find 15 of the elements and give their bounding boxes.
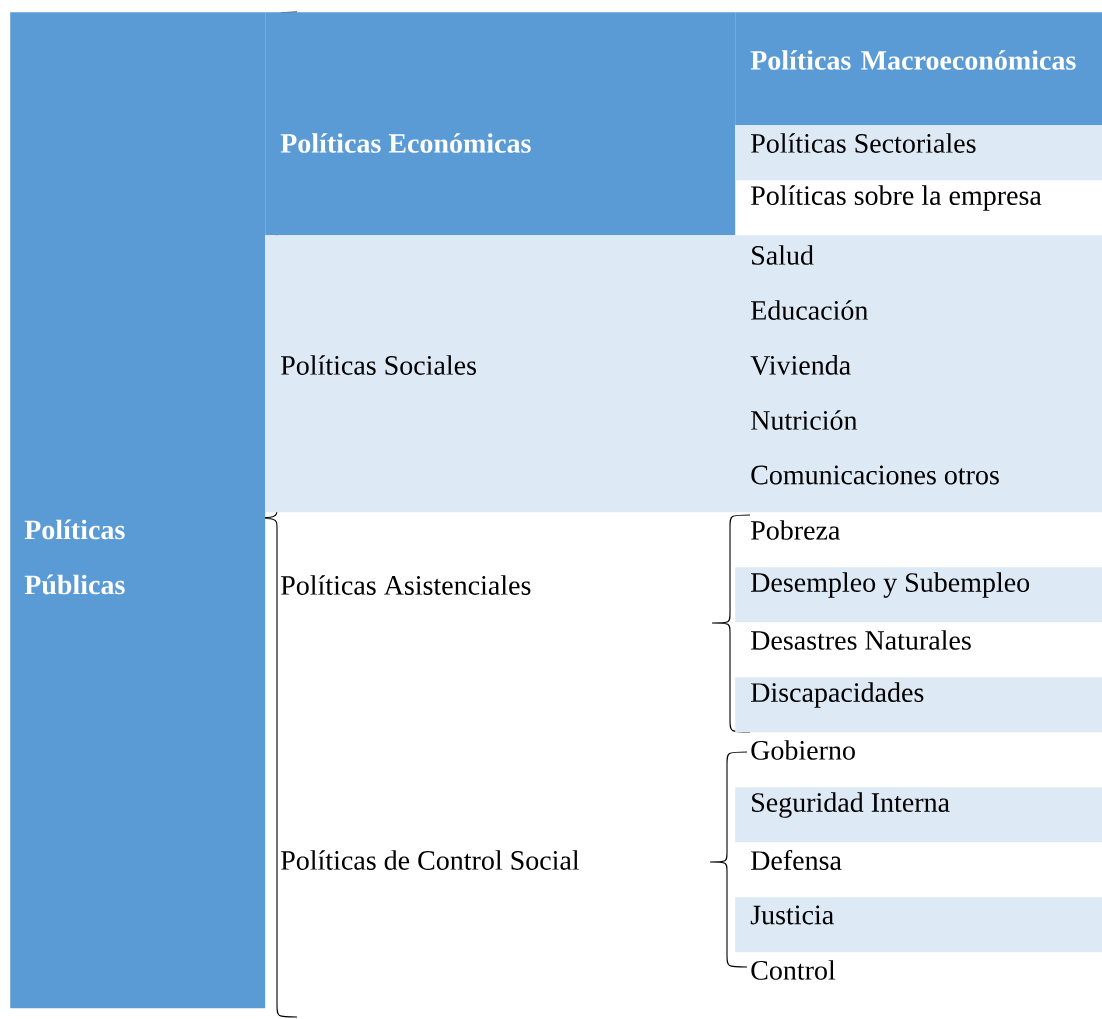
item-text: Políticas sobre la empresa xyxy=(751,185,1042,211)
node-label: Políticas Económicas xyxy=(280,133,531,153)
table-cell: Desempleo y Subempleo xyxy=(735,567,1102,623)
table-cell: Políticas Macroeconómicas xyxy=(735,12,1102,126)
item-text: Defensa xyxy=(751,850,842,870)
table-cell: Seguridad Interna xyxy=(735,787,1102,843)
node-label: Políticas Macroeconómicas xyxy=(750,50,1076,70)
table-cell: Discapacidades xyxy=(735,677,1102,733)
item-text: Gobierno xyxy=(751,740,855,760)
table-cell: Políticas Sectoriales xyxy=(735,125,1102,181)
item-text: Políticas Asistenciales xyxy=(281,575,531,595)
category-band: Políticas Sociales Salud Educación Vivienda Nutrición Comunicaciones otros xyxy=(265,235,1102,513)
table-cell: Justicia xyxy=(735,897,1102,953)
item-text: Pobreza xyxy=(751,520,840,540)
item-text: Desastres Naturales xyxy=(751,630,971,650)
